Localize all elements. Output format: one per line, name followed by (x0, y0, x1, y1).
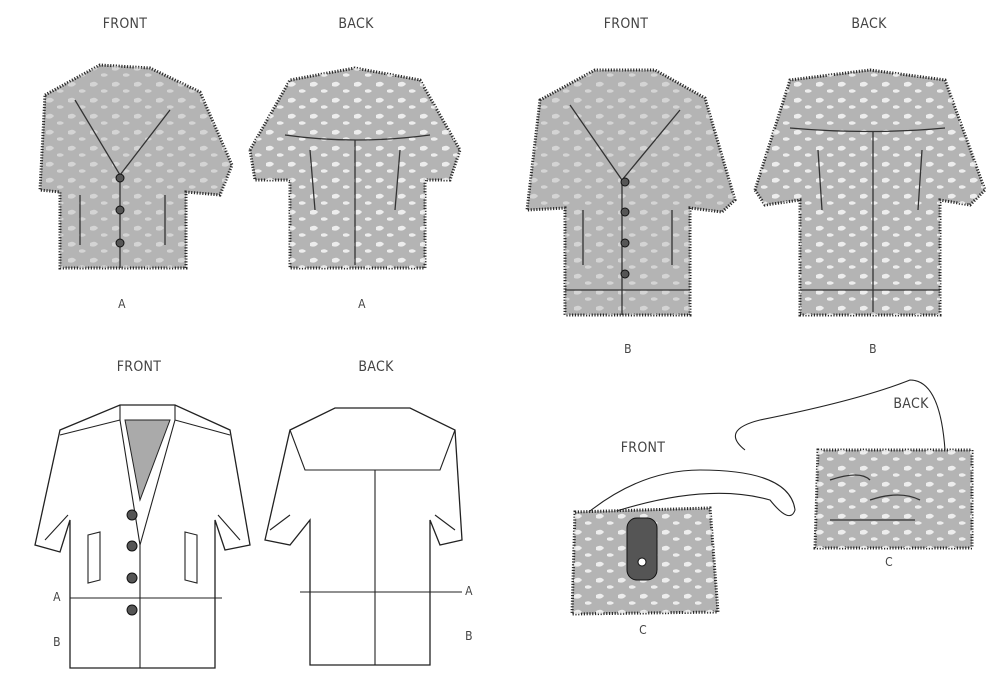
view-b-back-title: BACK (851, 16, 887, 32)
view-b-front-label: B (624, 342, 632, 356)
view-c-back-bag (734, 379, 974, 550)
line-front-a-label: A (53, 590, 61, 604)
view-c-back-label: C (885, 555, 893, 569)
view-b-front-jacket (525, 68, 737, 317)
line-back-a-label: A (465, 584, 473, 598)
view-c-front-label: C (639, 623, 647, 637)
line-front-jacket (34, 404, 251, 669)
view-c-front-title: FRONT (620, 440, 666, 456)
view-b-back-jacket (753, 68, 987, 317)
view-a-back-title: BACK (338, 16, 374, 32)
view-b-back-label: B (869, 342, 877, 356)
line-front-b-label: B (53, 635, 61, 649)
view-c-back-title: BACK (893, 396, 929, 412)
view-a-front-title: FRONT (102, 16, 148, 32)
view-a-front-label: A (118, 297, 126, 311)
view-a-back-label: A (358, 297, 366, 311)
line-back-jacket (264, 407, 463, 666)
view-c-front-bag (570, 469, 796, 616)
view-a-back-jacket (248, 66, 462, 270)
line-back-title: BACK (358, 359, 394, 375)
line-back-b-label: B (465, 629, 473, 643)
view-a-front-jacket (38, 63, 234, 270)
view-b-front-title: FRONT (603, 16, 649, 32)
line-front-title: FRONT (116, 359, 162, 375)
